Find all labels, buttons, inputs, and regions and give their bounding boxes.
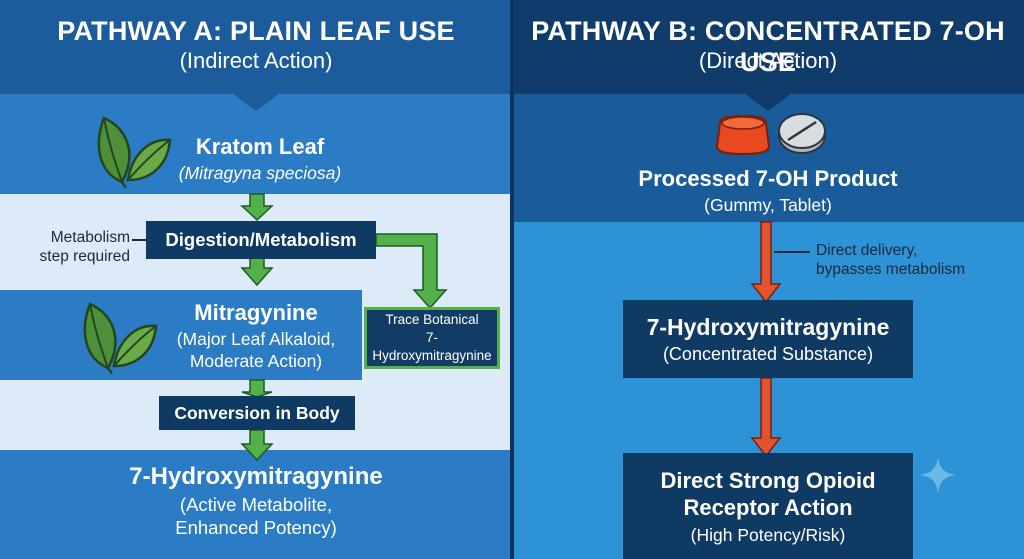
pathway-a-subtitle: (Indirect Action): [179, 48, 333, 73]
opioid-action-title-line: Receptor Action: [683, 494, 853, 520]
mitragynine-subtitle: (Major Leaf Alkaloid, Moderate Action): [146, 328, 366, 372]
concentrated-substance-title: 7-Hydroxymitragynine: [646, 313, 890, 340]
concentrated-substance-subtitle: (Concentrated Substance): [662, 343, 874, 364]
pathway-b-header-band: [512, 0, 1024, 94]
opioid-action-subtitle: (High Potency/Risk): [690, 524, 846, 545]
mitragynine-title: Mitragynine: [194, 300, 318, 325]
gummy-icon: [715, 114, 771, 156]
sparkle-icon: [920, 457, 956, 493]
conversion-in-body-box: Conversion in Body: [159, 396, 355, 430]
metabolism-note-line: Metabolism: [50, 229, 130, 246]
header-pointer-b: [744, 93, 792, 111]
pathway-a-result-band: [0, 450, 512, 559]
result-subtitle-line: Enhanced Potency): [175, 517, 337, 538]
pathway-b-title: PATHWAY B: CONCENTRATED 7-OH USE: [531, 16, 1005, 77]
concentrated-substance-box: 7-Hydroxymitragynine (Concentrated Subst…: [623, 300, 913, 378]
pathway-a-mitragynine-band: [0, 290, 362, 380]
pathway-b-product-band: [512, 94, 1024, 222]
trace-botanical-line: Trace Botanical: [385, 312, 479, 327]
metabolism-note-line: step required: [39, 248, 130, 265]
delivery-note-line: bypasses metabolism: [816, 261, 966, 278]
opioid-receptor-action-box: Direct Strong Opioid Receptor Action (Hi…: [623, 453, 913, 559]
digestion-metabolism-box: Digestion/Metabolism: [146, 221, 376, 259]
leaf-icon: [83, 302, 158, 374]
pathway-divider: [510, 0, 514, 559]
kratom-leaf-title: Kratom Leaf: [195, 134, 325, 159]
metabolism-note: Metabolism step required: [18, 228, 130, 266]
mitragynine-subtitle-line: (Major Leaf Alkaloid,: [176, 329, 336, 349]
product-subtitle: (Gummy, Tablet): [704, 195, 832, 215]
delivery-note-line: Direct delivery,: [816, 242, 918, 259]
pathway-b-subtitle: (Direct Action): [698, 48, 838, 73]
header-pointer-a: [232, 93, 280, 111]
result-title: 7-Hydroxymitragynine: [129, 463, 383, 490]
tablet-icon: [778, 113, 826, 154]
product-title: Processed 7-OH Product: [638, 166, 898, 191]
trace-botanical-box: Trace Botanical 7-Hydroxymitragynine: [364, 307, 500, 369]
kratom-leaf-subtitle: (Mitragyna speciosa): [178, 163, 342, 183]
mitragynine-subtitle-line: Moderate Action): [189, 351, 323, 371]
opioid-action-title-line: Direct Strong Opioid: [660, 467, 876, 493]
pathway-a-header-band: [0, 0, 512, 94]
red-flow-arrows: [750, 221, 810, 458]
pathway-a-title: PATHWAY A: PLAIN LEAF USE: [57, 16, 455, 46]
metabolism-note-connector: [132, 239, 146, 241]
delivery-note: Direct delivery, bypasses metabolism: [816, 241, 1016, 279]
green-flow-arrows: [240, 193, 448, 462]
trace-botanical-line: 7-Hydroxymitragynine: [372, 330, 492, 363]
leaf-icon: [97, 116, 172, 188]
result-subtitle-line: (Active Metabolite,: [179, 494, 333, 515]
result-subtitle: (Active Metabolite, Enhanced Potency): [126, 493, 386, 539]
